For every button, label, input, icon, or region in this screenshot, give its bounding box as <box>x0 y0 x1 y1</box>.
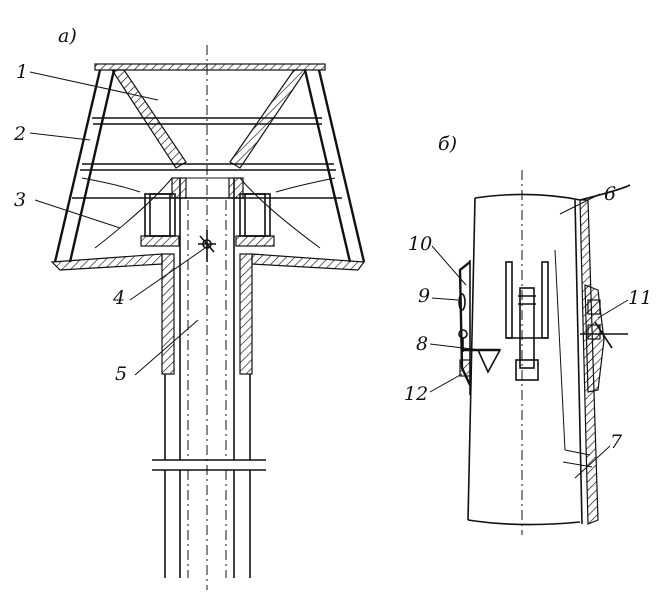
callout-7: 7 <box>610 431 623 453</box>
view-a: а) <box>13 25 366 590</box>
callout-11: 11 <box>628 287 652 309</box>
callout-8: 8 <box>416 333 428 355</box>
outer-frame <box>53 69 366 263</box>
callout-10: 10 <box>408 233 432 255</box>
callout-2: 2 <box>13 123 26 145</box>
pipe <box>152 178 266 578</box>
callout-4: 4 <box>112 287 125 309</box>
view-b-label: б) <box>438 133 457 155</box>
base-plate-right <box>251 253 366 271</box>
inner-cone <box>81 177 336 249</box>
callout-3: 3 <box>14 189 26 211</box>
bearing-housings <box>140 177 275 247</box>
latch-parts <box>458 261 502 386</box>
callout-12: 12 <box>404 383 428 405</box>
view-a-label: а) <box>58 25 77 47</box>
callout-6: 6 <box>604 183 616 205</box>
base-plate-left <box>50 253 163 271</box>
callout-9: 9 <box>418 285 430 307</box>
leaders-a <box>29 71 209 376</box>
side-seal-11 <box>580 284 628 393</box>
inner-mechanism <box>505 261 549 381</box>
valve-body <box>467 184 631 526</box>
leaders-b <box>429 193 629 479</box>
callout-5: 5 <box>115 363 127 385</box>
valve-4 <box>198 230 216 262</box>
callout-1: 1 <box>16 61 28 83</box>
top-rim <box>94 63 326 71</box>
view-b: б) <box>404 133 652 535</box>
